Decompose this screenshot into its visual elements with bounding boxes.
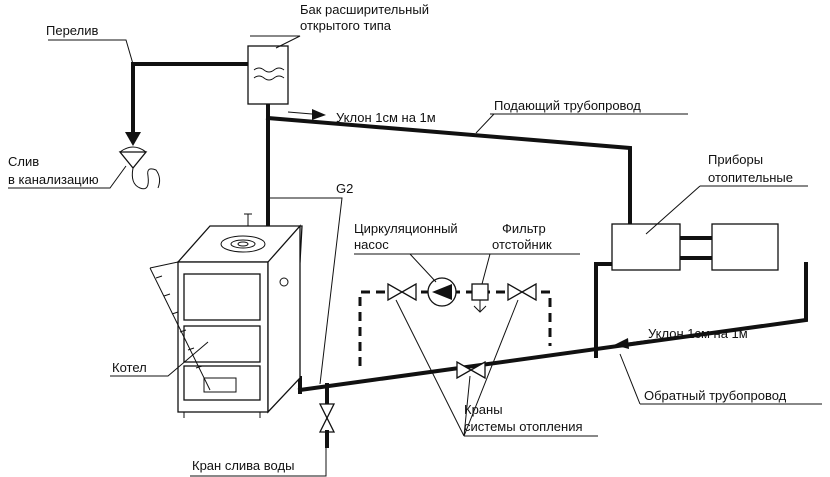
leader-valves [395, 299, 598, 437]
flow-arrow-return-icon [614, 338, 651, 349]
label-slope-top: Уклон 1см на 1м [336, 110, 436, 125]
label-expansion-tank-line1: Бак расширительный [300, 2, 429, 17]
bypass-valve-left-icon [387, 282, 417, 302]
label-expansion-tank-line2: открытого типа [300, 18, 392, 33]
label-overflow: Перелив [46, 23, 98, 38]
radiator-left [611, 223, 681, 271]
leader-expansion-tank [250, 35, 301, 49]
drain-funnel-icon [118, 146, 161, 190]
circulation-pump-icon [427, 277, 457, 307]
leader-return [619, 353, 822, 405]
label-g2: G2 [336, 181, 353, 196]
leader-pump [354, 253, 490, 283]
expansion-tank [247, 45, 289, 105]
radiator-right [711, 223, 779, 271]
label-drain-valve: Кран слива воды [192, 458, 294, 473]
label-valves-line2: системы отопления [464, 419, 583, 434]
leader-overflow [48, 39, 134, 65]
return-valve-icon [456, 360, 486, 380]
leader-filter [480, 253, 580, 285]
label-filter-line1: Фильтр [502, 221, 546, 236]
label-slope-bottom: Уклон 1см на 1м [648, 326, 748, 341]
leader-radiators [645, 185, 808, 235]
leader-boiler [110, 341, 209, 377]
leader-g2 [268, 197, 343, 385]
label-drain-line1: Слив [8, 154, 39, 169]
supply-pipe [265, 102, 632, 380]
overflow-arrow-icon [125, 132, 141, 146]
leader-drain-valve [190, 440, 327, 477]
leader-drain [8, 165, 127, 189]
label-supply-pipe: Подающий трубопровод [494, 98, 641, 113]
label-boiler: Котел [112, 360, 147, 375]
label-pump-line1: Циркуляционный [354, 221, 458, 236]
label-valves-line1: Краны [464, 402, 503, 417]
label-return-pipe: Обратный трубопровод [644, 388, 787, 403]
bypass-loop [358, 290, 552, 366]
radiator-connector [678, 236, 714, 260]
boiler [149, 213, 303, 418]
label-pump-line2: насос [354, 237, 389, 252]
bypass-valve-right-icon [507, 282, 537, 302]
overflow-pipe [125, 62, 250, 146]
flow-arrow-supply-icon [287, 109, 326, 120]
label-drain-line2: в канализацию [8, 172, 99, 187]
label-radiators-line2: отопительные [708, 170, 793, 185]
filter-icon [471, 283, 489, 313]
label-filter-line2: отстойник [492, 237, 552, 252]
drain-valve-icon [318, 383, 336, 448]
label-radiators-line1: Приборы [708, 152, 763, 167]
leader-supply [475, 113, 688, 134]
